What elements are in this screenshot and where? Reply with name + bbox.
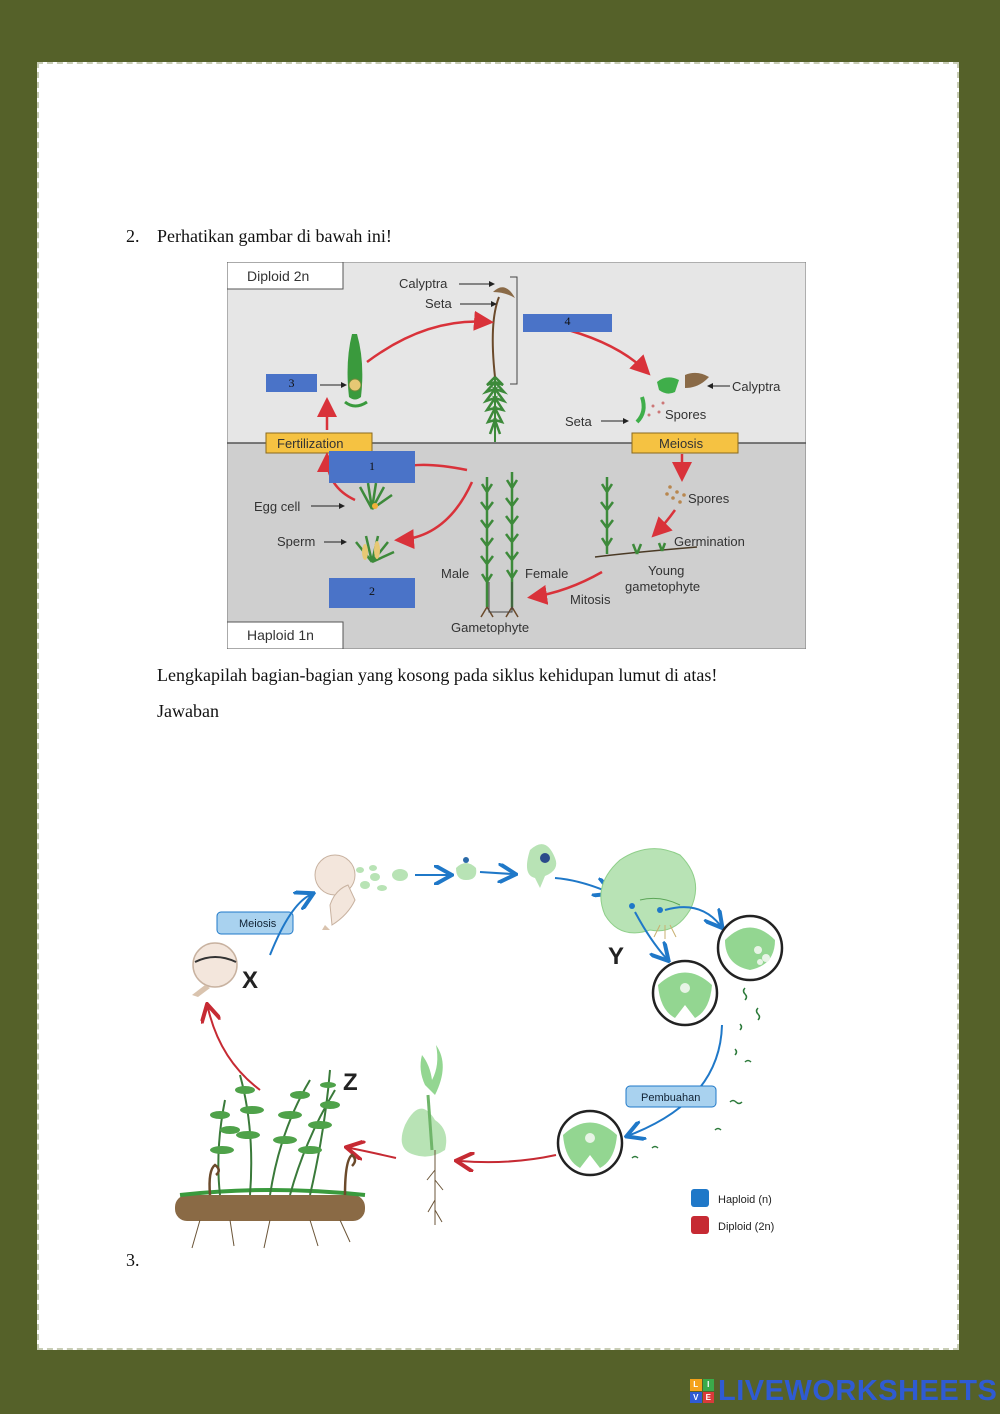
fern-life-cycle-diagram: X Meiosis Y [175, 844, 784, 1249]
answer-box-1[interactable]: 1 [329, 451, 415, 483]
calyptra-right-label: Calyptra [732, 379, 781, 394]
fertilized-archegonium-circle [556, 1109, 624, 1177]
sporangium-illustration [192, 942, 238, 997]
logo-letter-e: E [702, 1391, 714, 1403]
answer-label: Jawaban [157, 701, 219, 721]
sperm-illustration [355, 535, 395, 564]
logo-text: LIVEWORKSHEETS [718, 1374, 998, 1407]
logo-letter-v: V [690, 1391, 702, 1403]
moss-life-cycle-diagram: Diploid 2n Haploid 1n Calyptra Seta Caly… [227, 262, 806, 649]
question-2: 2. Perhatikan gambar di bawah ini! [126, 226, 392, 247]
young-prothallus-illustration [526, 844, 557, 888]
germinating-spore-illustration [456, 857, 477, 880]
mature-fern-illustration [175, 1069, 366, 1249]
question-number: 2. [126, 226, 140, 246]
answer-box-3-number: 3 [288, 376, 295, 390]
mitosis-label: Mitosis [570, 592, 611, 607]
answer-box-2[interactable]: 2 [329, 578, 415, 608]
open-sporangium-illustration [314, 854, 356, 930]
fertilization-label: Fertilization [277, 436, 343, 451]
label-x: X [242, 967, 258, 994]
meiosis-bubble: Meiosis [239, 918, 277, 930]
prothallus-illustration [600, 848, 697, 939]
spores-bottom-label: Spores [688, 491, 730, 506]
young-sporophyte-illustration [344, 334, 368, 408]
answer-box-3[interactable]: 3 [266, 374, 317, 392]
gametophyte-label: Gametophyte [451, 620, 529, 635]
young-sporophyte-illustration [401, 1045, 447, 1225]
sperm-label: Sperm [277, 534, 315, 549]
answer-box-2-number: 2 [369, 584, 375, 598]
egg-cell-label: Egg cell [254, 499, 300, 514]
question-prompt: Perhatikan gambar di bawah ini! [157, 226, 392, 246]
legend-haploid: Haploid (n) [718, 1194, 772, 1206]
instruction-text: Lengkapilah bagian-bagian yang kosong pa… [157, 665, 718, 685]
diploid-label: Diploid 2n [247, 268, 309, 284]
spores-bottom-illustration [665, 485, 686, 504]
question-3-number: 3. [126, 1250, 140, 1270]
answer-box-1-number: 1 [369, 459, 375, 473]
label-z: Z [343, 1069, 358, 1096]
germination-label: Germination [674, 534, 745, 549]
logo-letter-i: I [702, 1379, 714, 1391]
female-label: Female [525, 566, 568, 581]
meiosis-label: Meiosis [659, 436, 704, 451]
archegonium-circle [651, 959, 719, 1027]
young-gametophyte-label-2: gametophyte [625, 579, 700, 594]
antheridium-circle [716, 914, 784, 982]
logo-letter-l: L [690, 1379, 702, 1391]
sperm-squiggles [631, 987, 761, 1159]
young-gametophyte-illustration [594, 477, 698, 558]
sporophyte-illustration [481, 287, 515, 442]
capsule-illustration [635, 372, 709, 424]
spores-top-label: Spores [665, 407, 707, 422]
spores-illustration [356, 865, 408, 891]
young-gametophyte-label-1: Young [648, 563, 684, 578]
answer-box-4[interactable]: 4 [523, 314, 612, 332]
seta-top-label: Seta [425, 296, 453, 311]
egg-cell-illustration [358, 482, 393, 511]
logo-cube-icon: L I V E [690, 1379, 714, 1403]
gametophyte-illustration [480, 472, 519, 618]
haploid-label: Haploid 1n [247, 627, 314, 643]
label-y: Y [608, 943, 624, 970]
legend-diploid: Diploid (2n) [718, 1221, 774, 1233]
calyptra-top-label: Calyptra [399, 276, 448, 291]
seta-right-label: Seta [565, 414, 593, 429]
male-label: Male [441, 566, 469, 581]
pembuahan-bubble: Pembuahan [641, 1092, 700, 1104]
answer-box-4-number: 4 [564, 314, 571, 328]
liveworksheets-logo: L I V E LIVEWORKSHEETS [690, 1374, 998, 1407]
